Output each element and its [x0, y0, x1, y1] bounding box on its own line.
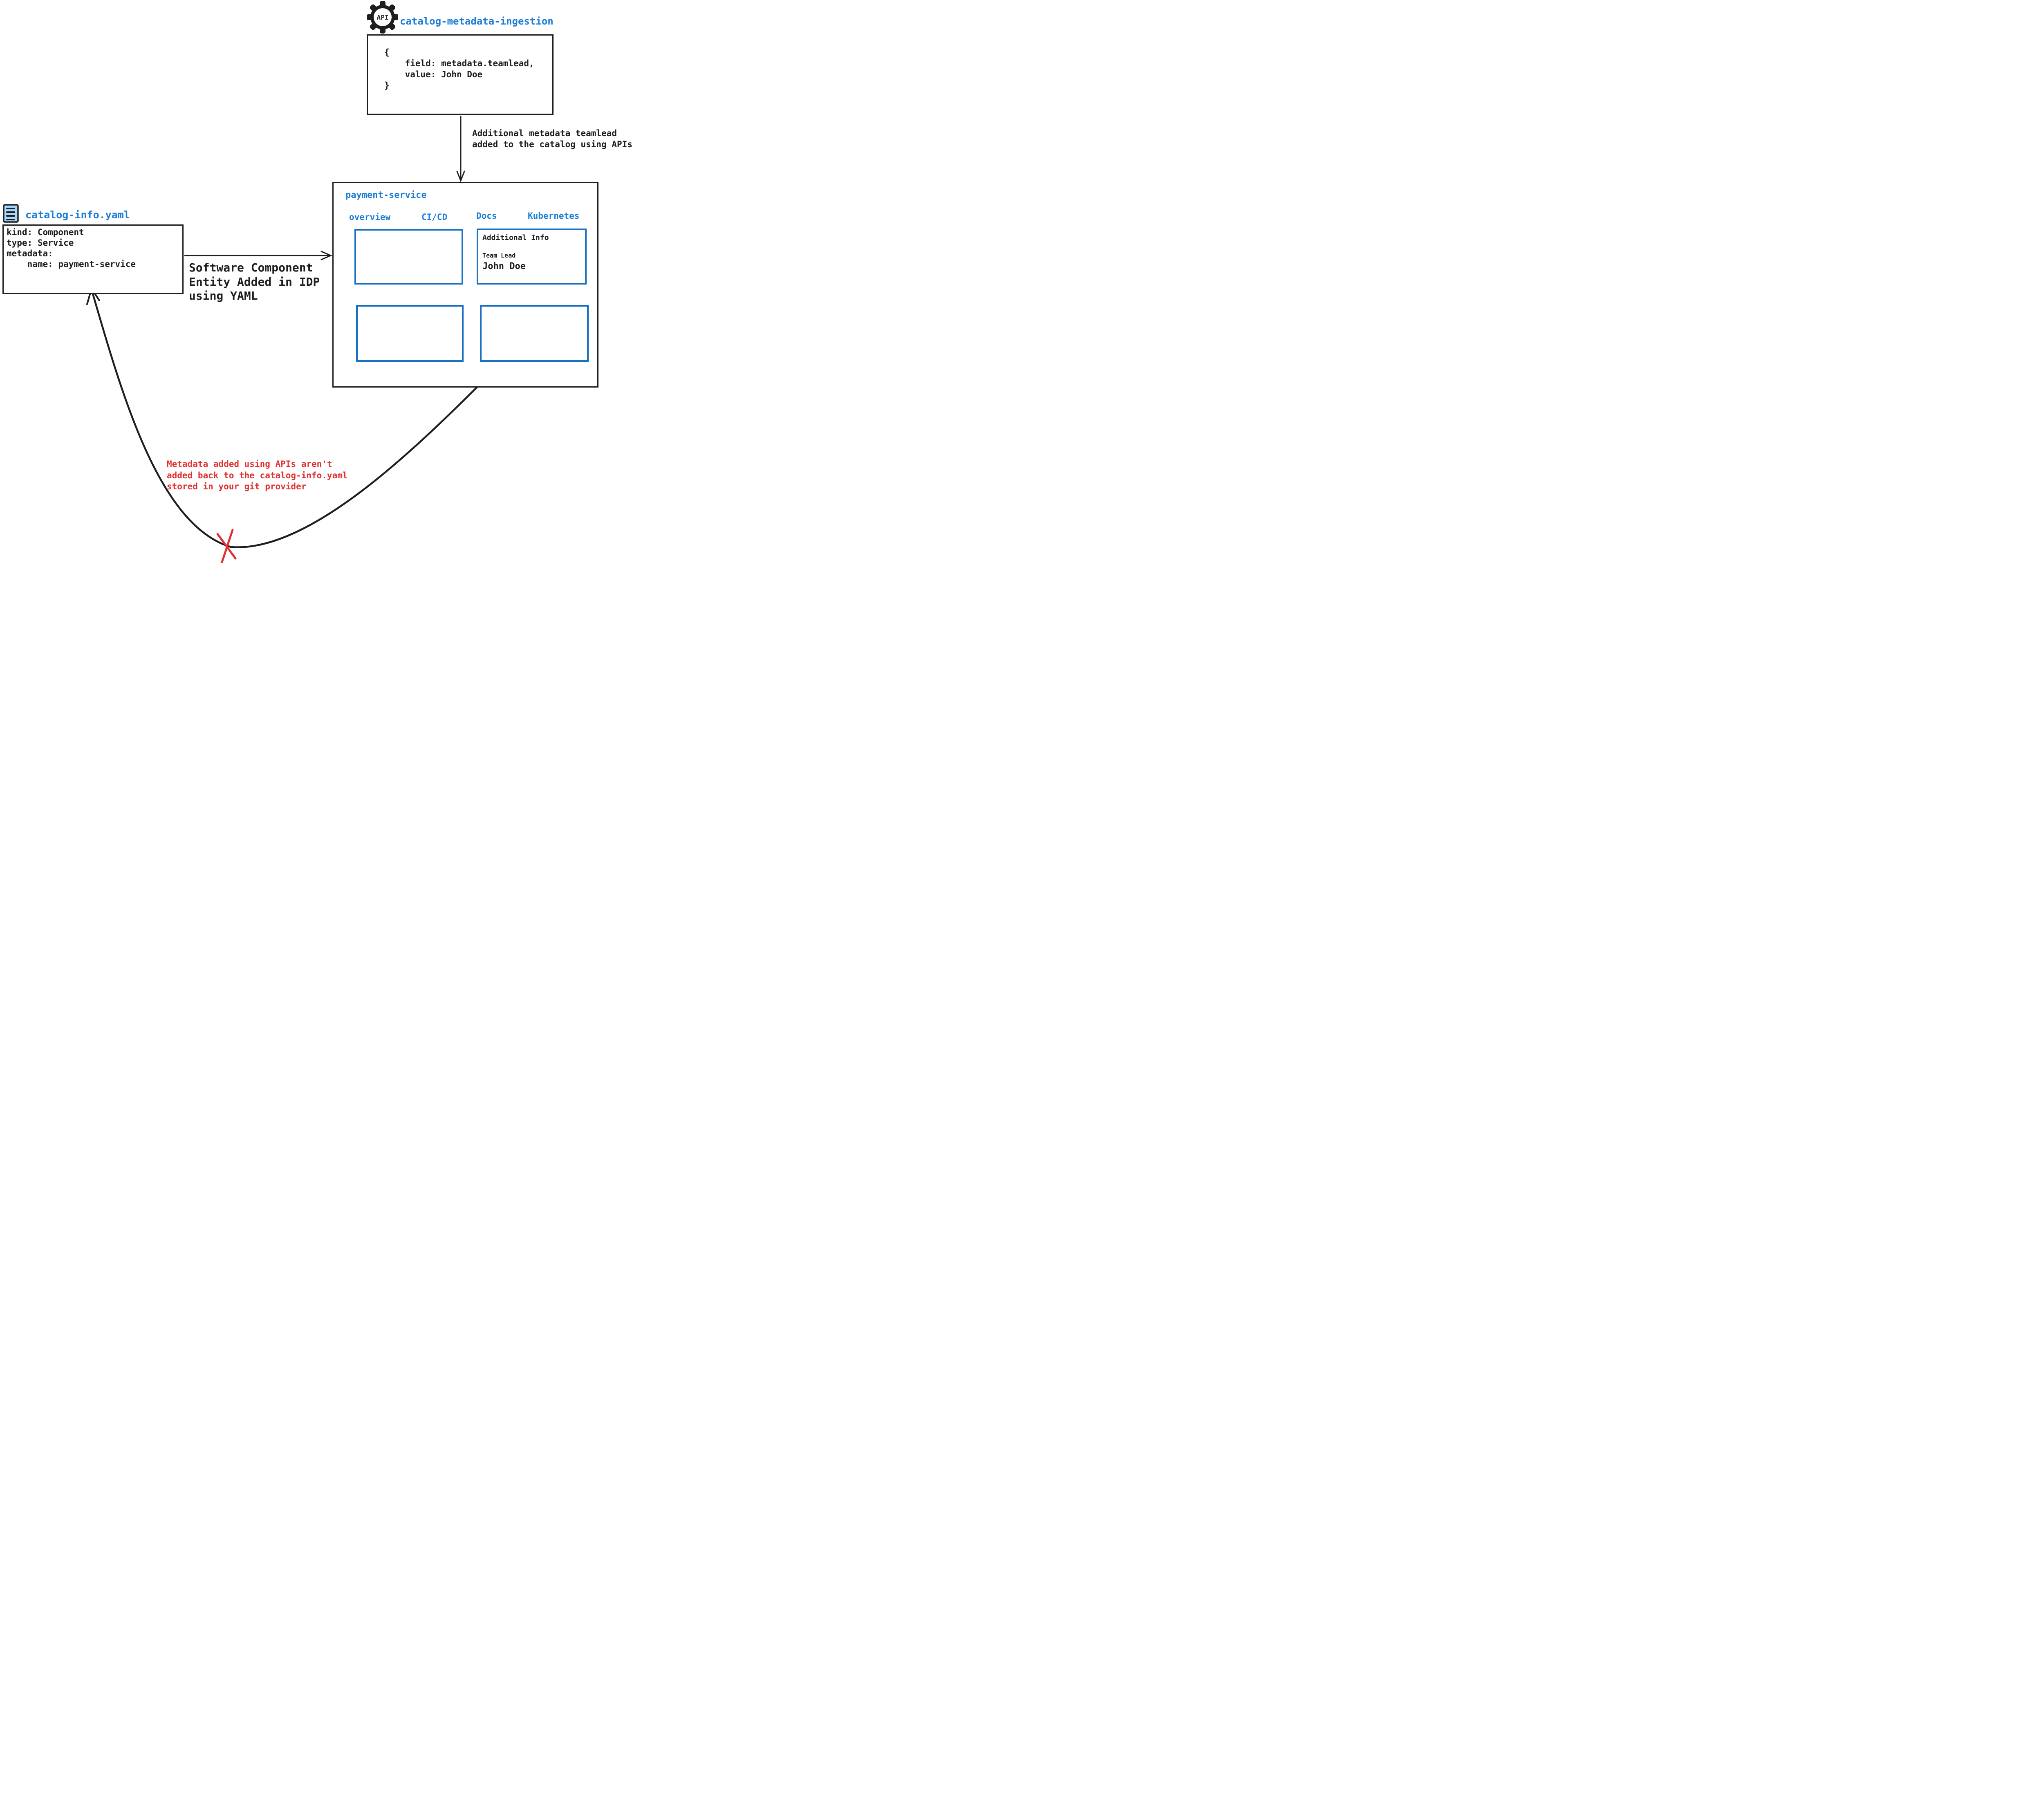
panel-overview — [354, 229, 463, 285]
code-line: field: metadata.teamlead, — [384, 58, 534, 68]
team-lead-value: John Doe — [482, 261, 526, 271]
panel-empty-left — [356, 305, 464, 362]
tab-docs[interactable]: Docs — [476, 211, 497, 221]
api-icon-label: API — [377, 13, 389, 21]
code-line: value: John Doe — [384, 69, 483, 79]
tab-kubernetes[interactable]: Kubernetes — [528, 211, 580, 221]
arrow-api-to-idp — [456, 116, 465, 183]
code-line: } — [384, 81, 390, 90]
api-arrow-label: Additional metadata teamlead added to th… — [472, 128, 632, 149]
idp-window: payment-service overview CI/CD Docs Kube… — [332, 182, 598, 388]
gear-api-icon: API — [366, 1, 399, 34]
api-code-box: { field: metadata.teamlead, value: John … — [367, 34, 554, 115]
return-arrow-label: Metadata added using APIs aren't added b… — [167, 459, 348, 491]
tab-cicd[interactable]: CI/CD — [421, 212, 448, 222]
code-line: metadata: — [7, 249, 53, 258]
diagram-canvas: API catalog-metadata-ingestion { field: … — [0, 0, 641, 564]
code-line: kind: Component — [7, 227, 84, 237]
file-document-icon — [3, 204, 19, 223]
yaml-arrow-label: Software Component Entity Added in IDP u… — [189, 261, 320, 303]
yaml-code-box: kind: Component type: Service metadata: … — [2, 224, 184, 294]
code-line: { — [384, 47, 390, 57]
rejected-cross-icon — [216, 529, 237, 563]
panel-empty-right — [480, 305, 589, 362]
code-line: type: Service — [7, 238, 74, 248]
additional-info-heading: Additional Info — [482, 233, 549, 242]
idp-window-title: payment-service — [345, 190, 427, 200]
team-lead-label: Team Lead — [482, 252, 516, 259]
api-node-title: catalog-metadata-ingestion — [400, 16, 554, 27]
tab-overview[interactable]: overview — [349, 212, 391, 222]
arrow-yaml-to-idp — [184, 251, 332, 260]
yaml-node-title: catalog-info.yaml — [25, 209, 130, 221]
code-line: name: payment-service — [7, 259, 136, 269]
panel-additional-info: Additional Info Team Lead John Doe — [477, 229, 587, 285]
